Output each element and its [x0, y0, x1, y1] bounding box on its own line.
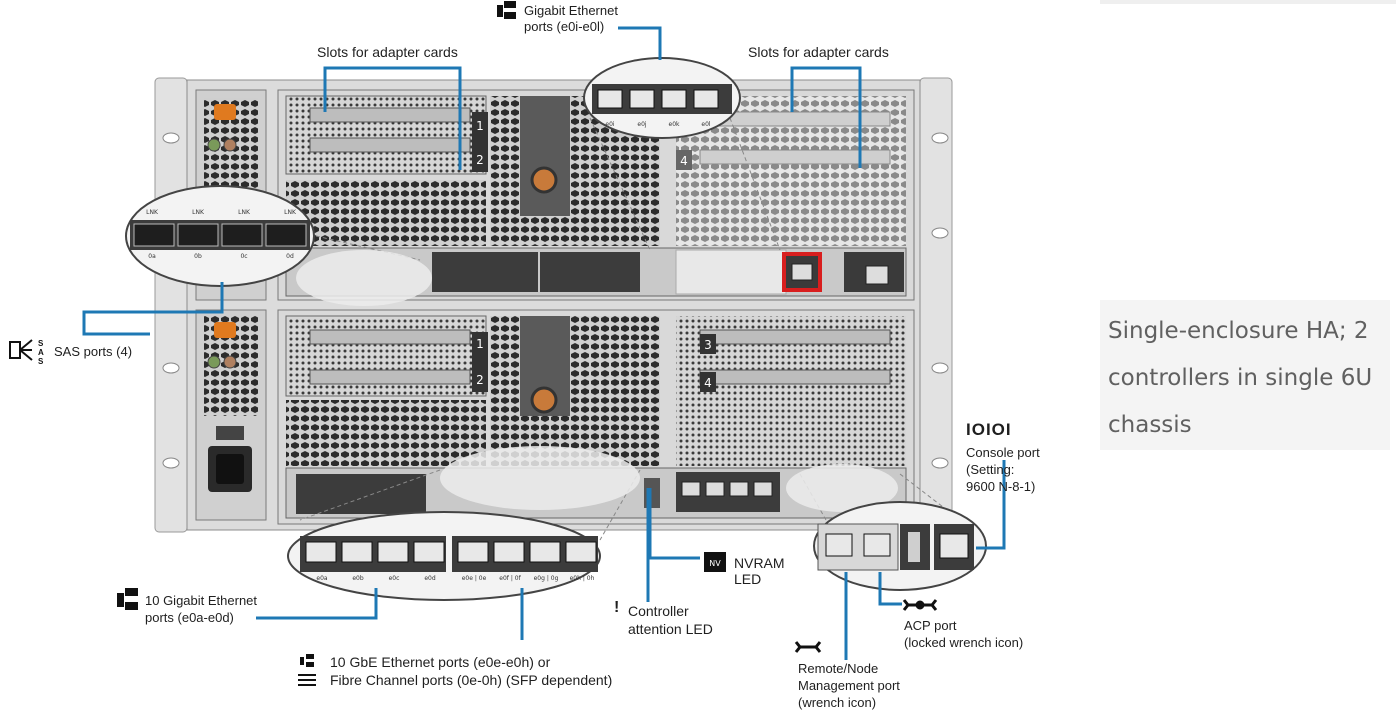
gig-port-label: e0j — [637, 121, 647, 128]
top-right-bar — [1100, 0, 1396, 4]
sas-vertical-text: S A S — [38, 339, 44, 366]
console-port-highlight — [782, 252, 822, 292]
svg-text:S: S — [38, 339, 44, 348]
tengbe-port-label: e0f | 0f — [499, 575, 521, 582]
tengig-port-label: e0b — [352, 575, 364, 582]
gig-port-label: e0i — [605, 121, 615, 128]
sas-port-label: 0b — [194, 253, 202, 260]
gigabit-ethernet-label: Gigabit Ethernet ports (e0i-e0l) — [524, 3, 618, 34]
link-label: LNK — [146, 209, 159, 216]
remote-mgmt-label: Remote/Node Management port (wrench icon… — [798, 661, 900, 710]
controller-attention-label: Controller attention LED — [628, 603, 713, 637]
sas-port-label: 0a — [148, 253, 156, 260]
wrench-icon — [794, 641, 822, 653]
nvram-chip-icon: NV — [704, 552, 726, 572]
ten-gigabit-label: 10 Gigabit Ethernet ports (e0a-e0d) — [145, 593, 258, 625]
tengbe-port-label: e0e | 0e — [462, 575, 487, 582]
nvram-chip-text: NV — [709, 559, 721, 568]
magnifier-sas: 0a 0b 0c 0d LNK LNK LNK LNK — [125, 185, 432, 306]
rack-ear-left — [154, 77, 188, 533]
fibre-channel-icon — [298, 674, 316, 686]
tengbe-port-label: e0h | 0h — [570, 575, 595, 582]
nvram-led-label: NVRAM LED — [734, 555, 785, 587]
magnifier-gigabit: e0i e0j e0k e0l — [583, 57, 781, 251]
ten-gbe-fc-label: 10 GbE Ethernet ports (e0e-e0h) or Fibre… — [330, 654, 613, 688]
svg-text:2: 2 — [476, 153, 484, 167]
side-note-panel: Single-enclosure HA; 2 controllers in si… — [1100, 300, 1390, 450]
slots-adapter-left-label: Slots for adapter cards — [317, 44, 458, 60]
sas-icon — [9, 339, 33, 361]
gig-port-label: e0k — [669, 121, 681, 128]
ethernet-icon — [300, 654, 314, 667]
svg-text:1: 1 — [476, 337, 484, 351]
tengig-port-label: e0d — [424, 575, 436, 582]
svg-text:1: 1 — [476, 119, 484, 133]
link-label: LNK — [238, 209, 251, 216]
tengig-port-label: e0c — [389, 575, 400, 582]
svg-text:S: S — [38, 357, 44, 366]
link-label: LNK — [192, 209, 205, 216]
svg-text:A: A — [38, 348, 44, 357]
ethernet-icon — [117, 588, 138, 610]
sas-port-label: 0c — [240, 253, 247, 260]
side-note-text: Single-enclosure HA; 2 controllers in si… — [1108, 318, 1373, 438]
console-port-icon: IOIOI — [966, 420, 1012, 439]
acp-port-label: ACP port (locked wrench icon) — [904, 618, 1024, 650]
tengig-port-label: e0a — [316, 575, 328, 582]
slots-adapter-right-label: Slots for adapter cards — [748, 44, 889, 60]
sas-port-label: 0d — [286, 253, 294, 260]
ethernet-icon — [497, 1, 516, 19]
console-port-label: Console port (Setting: 9600 N-8-1) — [966, 445, 1040, 494]
locked-wrench-icon — [902, 599, 938, 611]
svg-text:4: 4 — [680, 154, 688, 168]
gig-port-label: e0l — [701, 121, 711, 128]
magnifier-10gbe: e0a e0b e0c e0d e0e | 0e e0f | 0f e0g | … — [287, 446, 641, 601]
link-label: LNK — [284, 209, 297, 216]
svg-text:3: 3 — [704, 338, 712, 352]
attention-icon: ! — [614, 599, 620, 616]
tengbe-port-label: e0g | 0g — [534, 575, 559, 582]
svg-text:4: 4 — [704, 376, 712, 390]
magnifier-management — [786, 464, 987, 591]
svg-text:2: 2 — [476, 373, 484, 387]
rack-ear-right — [919, 77, 953, 533]
callout-lines — [82, 26, 1006, 660]
sas-ports-label: SAS ports (4) — [54, 344, 133, 359]
